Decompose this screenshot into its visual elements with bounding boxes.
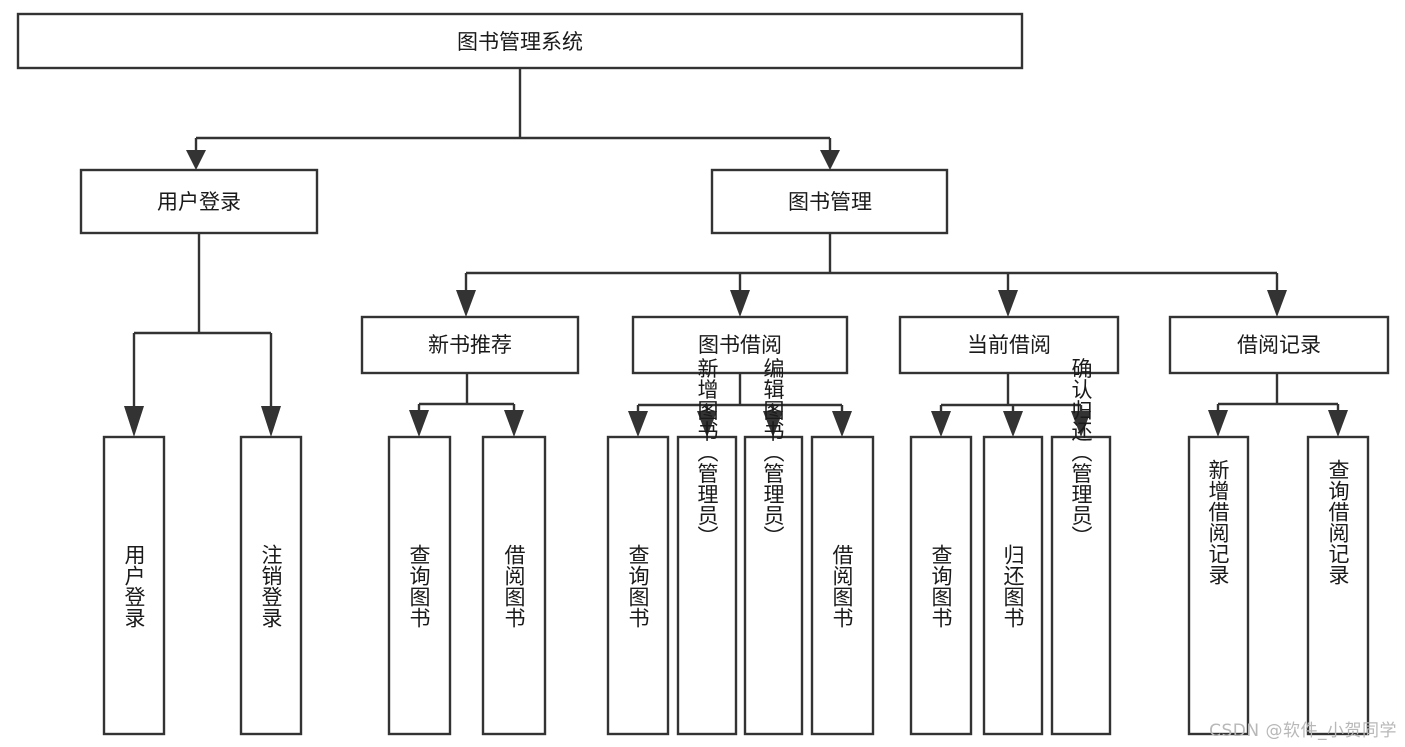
leaf-current-return-book[interactable]: 归还图书 <box>982 435 1044 736</box>
leaf-borrow-query-book[interactable]: 查询图书 <box>606 435 670 736</box>
node-user-login[interactable]: 用户登录 <box>79 168 319 235</box>
leaf-records-add-record[interactable]: 新增借阅记录 <box>1187 435 1250 736</box>
arrowhead-book-mgmt <box>820 150 840 170</box>
leaf-records-query-record-box[interactable] <box>1306 435 1370 736</box>
node-book-management-label: 图书管理 <box>788 190 872 214</box>
node-book-management-box[interactable] <box>710 168 949 235</box>
leaf-records-query-record-label: 查询借阅记录 <box>1326 459 1350 585</box>
leaf-newbooks-query-book[interactable]: 查询图书 <box>387 435 452 736</box>
connector-layer <box>124 68 1348 437</box>
node-borrow-records-label: 借阅记录 <box>1237 333 1321 357</box>
leaf-borrow-borrow-book-box[interactable] <box>810 435 875 736</box>
node-new-book-recommend-label: 新书推荐 <box>428 333 512 357</box>
node-borrow-records[interactable]: 借阅记录 <box>1168 315 1390 375</box>
node-book-borrow[interactable]: 图书借阅 <box>631 315 849 375</box>
leaf-newbooks-query-book-box[interactable] <box>387 435 452 736</box>
leaf-current-return-book-box[interactable] <box>982 435 1044 736</box>
arrowhead-bo-edit <box>763 411 783 437</box>
leaf-user-login[interactable]: 用户登录 <box>102 435 166 736</box>
leaf-newbooks-borrow-book-label: 借阅图书 <box>502 544 526 628</box>
node-user-login-label: 用户登录 <box>157 190 241 214</box>
leaf-borrow-add-book-admin-label: 新增图书（管理员） <box>695 358 719 547</box>
node-new-book-recommend-box[interactable] <box>360 315 580 375</box>
leaf-current-return-book-label: 归还图书 <box>1001 544 1025 628</box>
leaf-newbooks-query-book-label: 查询图书 <box>407 544 431 628</box>
node-borrow-records-box[interactable] <box>1168 315 1390 375</box>
leaf-records-add-record-box[interactable] <box>1187 435 1250 736</box>
leaf-records-query-record[interactable]: 查询借阅记录 <box>1306 435 1370 736</box>
leaf-borrow-add-book-admin[interactable]: 新增图书（管理员） <box>676 358 738 736</box>
leaf-logout[interactable]: 注销登录 <box>239 435 303 736</box>
arrowhead-leaf-user-login <box>124 406 144 437</box>
node-root-box[interactable] <box>16 12 1024 70</box>
leaf-user-login-label: 用户登录 <box>122 544 146 628</box>
node-book-borrow-box[interactable] <box>631 315 849 375</box>
leaf-newbooks-borrow-book-box[interactable] <box>481 435 547 736</box>
leaf-current-confirm-return-admin-label: 确认归还（管理员） <box>1069 358 1093 547</box>
arrowhead-cu-return <box>1003 411 1023 437</box>
node-book-management[interactable]: 图书管理 <box>710 168 949 235</box>
node-book-borrow-label: 图书借阅 <box>698 333 782 357</box>
node-current-borrow[interactable]: 当前借阅 <box>898 315 1120 375</box>
leaf-logout-label: 注销登录 <box>259 544 283 628</box>
leaf-current-query-book-box[interactable] <box>909 435 973 736</box>
arrowhead-borrow <box>730 290 750 317</box>
leaf-current-confirm-return-admin[interactable]: 确认归还（管理员） <box>1050 358 1112 736</box>
leaf-borrow-query-book-label: 查询图书 <box>626 544 650 628</box>
arrowhead-bo-query <box>628 411 648 437</box>
node-new-book-recommend[interactable]: 新书推荐 <box>360 315 580 375</box>
arrowhead-leaf-logout <box>261 406 281 437</box>
arrowhead-cu-confirm <box>1071 411 1091 437</box>
leaf-current-query-book[interactable]: 查询图书 <box>909 435 973 736</box>
leaf-current-query-book-label: 查询图书 <box>929 544 953 628</box>
leaf-newbooks-borrow-book[interactable]: 借阅图书 <box>481 435 547 736</box>
leaf-records-add-record-label: 新增借阅记录 <box>1206 459 1230 585</box>
node-user-login-box[interactable] <box>79 168 319 235</box>
arrowhead-current <box>998 290 1018 317</box>
leaf-borrow-borrow-book-label: 借阅图书 <box>830 544 854 628</box>
node-root[interactable]: 图书管理系统 <box>16 12 1024 70</box>
arrowhead-new-books <box>456 290 476 317</box>
leaf-logout-box[interactable] <box>239 435 303 736</box>
leaf-borrow-query-book-box[interactable] <box>606 435 670 736</box>
arrowhead-rec-query <box>1328 410 1348 437</box>
csdn-watermark: CSDN @软件_小贺同学 <box>1209 721 1397 741</box>
node-current-borrow-box[interactable] <box>898 315 1120 375</box>
node-current-borrow-label: 当前借阅 <box>967 333 1051 357</box>
arrowhead-cu-query <box>931 411 951 437</box>
leaf-borrow-borrow-book[interactable]: 借阅图书 <box>810 435 875 736</box>
arrowhead-rec-add <box>1208 410 1228 437</box>
arrowhead-bo-borrow <box>832 411 852 437</box>
arrowhead-nb-borrow <box>504 410 524 437</box>
leaf-user-login-box[interactable] <box>102 435 166 736</box>
arrowhead-nb-query <box>409 410 429 437</box>
leaf-borrow-edit-book-admin-box[interactable] <box>743 435 804 736</box>
leaf-current-confirm-return-admin-box[interactable] <box>1050 435 1112 736</box>
arrowhead-records <box>1267 290 1287 317</box>
node-root-label: 图书管理系统 <box>457 30 583 54</box>
leaf-borrow-edit-book-admin[interactable]: 编辑图书（管理员） <box>743 358 804 736</box>
leaf-borrow-edit-book-admin-label: 编辑图书（管理员） <box>761 358 785 547</box>
arrowhead-user-login <box>186 150 206 170</box>
arrowhead-bo-add <box>697 411 717 437</box>
leaf-borrow-add-book-admin-box[interactable] <box>676 435 738 736</box>
